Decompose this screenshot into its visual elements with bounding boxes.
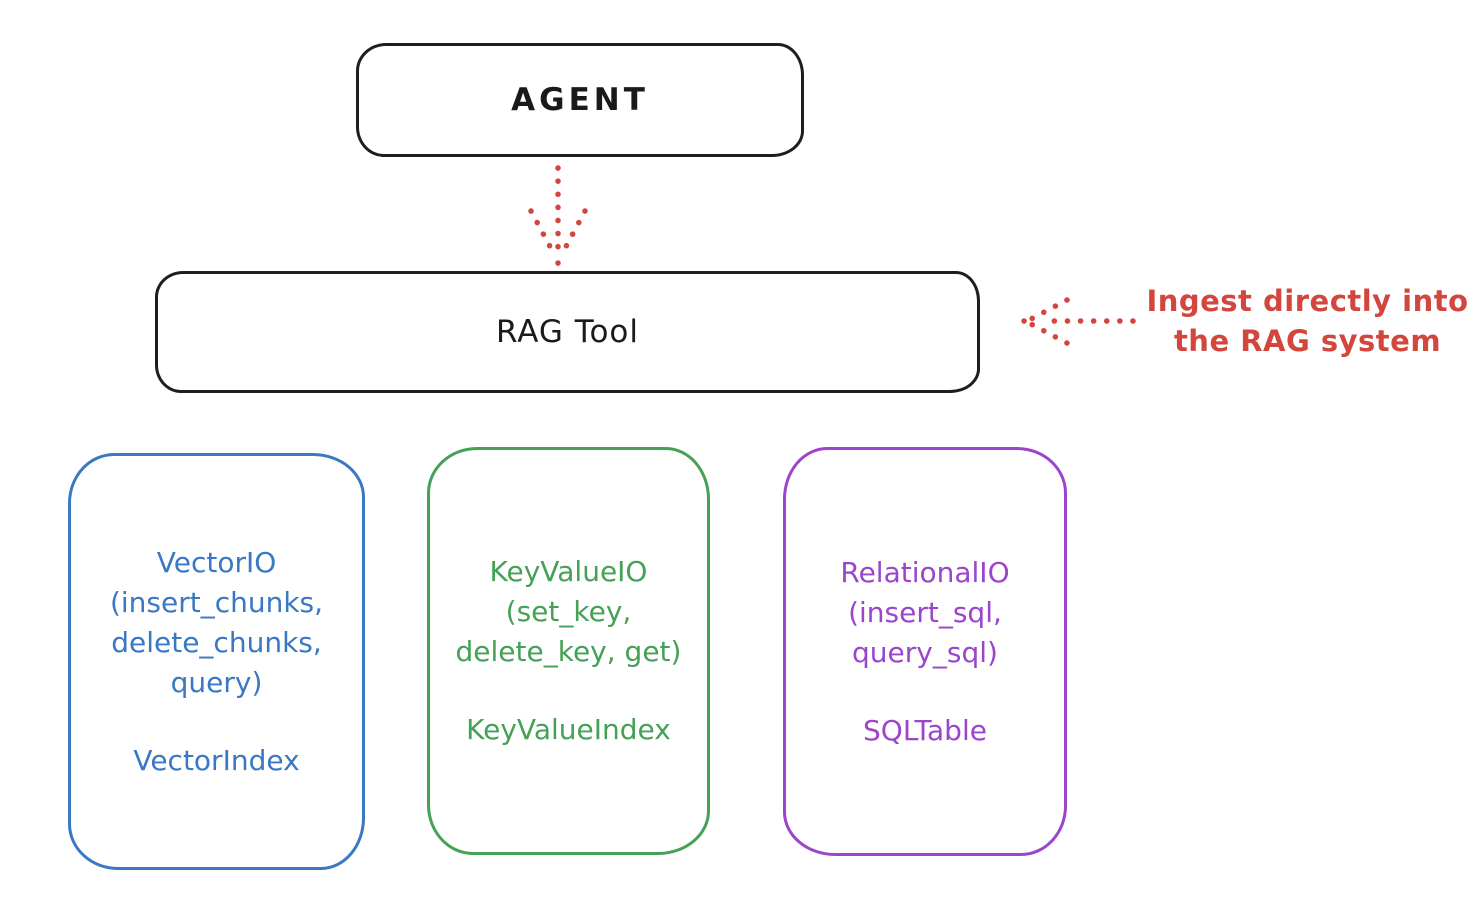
arrow-head-top-flank: [1028, 297, 1070, 322]
keyvalueio-box: KeyValueIO (set_key, delete_key, get) Ke…: [427, 447, 710, 855]
annotation-to-rag-tool-arrow: [1021, 297, 1136, 346]
arrow-head-left-flank: [528, 208, 557, 257]
backend-line: VectorIO: [156, 545, 277, 579]
backend-line: delete_chunks,: [111, 625, 322, 659]
backend-index-label: KeyValueIndex: [466, 713, 671, 746]
backend-line: query_sql): [852, 635, 998, 669]
backend-line: (set_key,: [505, 595, 632, 628]
annotation-line2: the RAG system: [1173, 324, 1442, 358]
backend-line: (insert_sql,: [848, 595, 1002, 629]
vectorio-box: VectorIO (insert_chunks, delete_chunks, …: [68, 453, 365, 870]
backend-line: (insert_chunks,: [109, 585, 324, 619]
agent-label: AGENT: [511, 82, 649, 118]
backend-line: KeyValueIO: [489, 555, 648, 588]
rag-tool-label: RAG Tool: [495, 314, 640, 350]
keyvalueio-text: KeyValueIO (set_key, delete_key, get) Ke…: [456, 552, 682, 750]
vectorio-text: VectorIO (insert_chunks, delete_chunks, …: [110, 543, 323, 781]
backend-line: RelationalIO: [840, 555, 1010, 589]
arrow-head-right-flank: [559, 208, 588, 257]
spacer: [456, 672, 682, 710]
spacer: [110, 703, 323, 741]
relationalio-box: RelationalIO (insert_sql, query_sql) SQL…: [783, 447, 1067, 856]
spacer: [840, 673, 1009, 711]
relationalio-text: RelationalIO (insert_sql, query_sql) SQL…: [840, 553, 1009, 751]
agent-to-rag-tool-arrow: [528, 165, 588, 266]
annotation-line1: Ingest directly into: [1146, 284, 1469, 318]
rag-tool-box: RAG Tool: [155, 271, 980, 393]
backend-index-label: VectorIndex: [133, 743, 300, 777]
agent-box: AGENT: [356, 43, 804, 157]
backend-line: delete_key, get): [455, 635, 682, 668]
backend-index-label: SQLTable: [863, 713, 987, 747]
arrow-head-bottom-flank: [1028, 321, 1070, 346]
backend-line: query): [170, 665, 263, 699]
annotation-text: Ingest directly into the RAG system: [1140, 281, 1475, 361]
